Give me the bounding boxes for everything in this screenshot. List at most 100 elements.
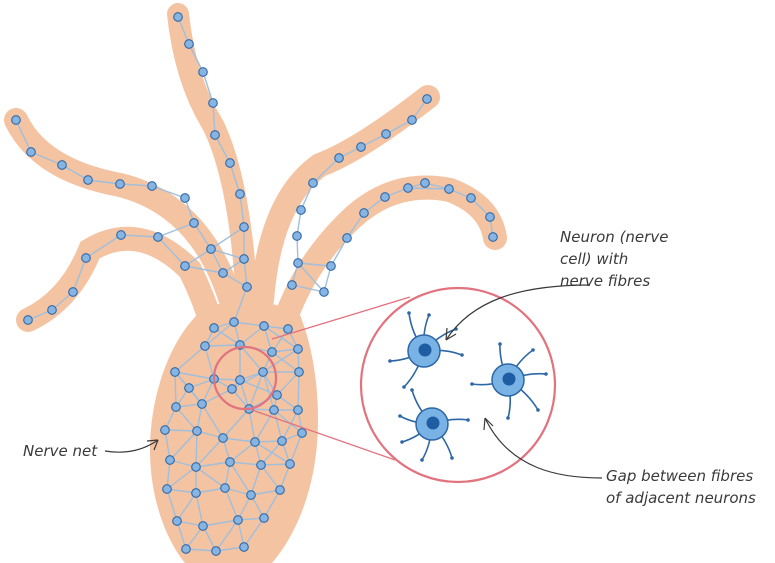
nerve-cell-dot (423, 95, 432, 104)
nerve-cell-dot (381, 193, 390, 202)
nerve-cell-dot (226, 159, 235, 168)
fibre-end (388, 359, 392, 363)
nerve-cell-dot (212, 547, 221, 556)
nerve-cell-dot (172, 403, 181, 412)
fibre-end (420, 458, 424, 462)
nerve-cell-dot (12, 116, 21, 125)
nerve-cell-dot (284, 325, 293, 334)
label-neuron: Neuron (nerve cell) with nerve fibres (560, 226, 668, 292)
nerve-cell-dot (82, 254, 91, 263)
neuron-nucleus (427, 417, 440, 430)
nerve-cell-dot (243, 283, 252, 292)
nerve-cell-dot (298, 429, 307, 438)
fibre-end (506, 416, 510, 420)
label-gap-line: Gap between fibres (606, 465, 756, 487)
nerve-cell-dot (270, 406, 279, 415)
nerve-cell-dot (335, 154, 344, 163)
neuron-nucleus (419, 344, 432, 357)
nerve-cell-dot (288, 281, 297, 290)
nerve-cell-dot (240, 543, 249, 552)
nerve-cell-dot (198, 400, 207, 409)
nerve-cell-dot (228, 385, 237, 394)
nerve-cell-dot (320, 288, 329, 297)
nerve-cell-dot (219, 269, 228, 278)
nerve-cell-dot (408, 116, 417, 125)
nerve-cell-dot (236, 190, 245, 199)
nerve-fibre (205, 345, 240, 346)
nerve-cell-dot (268, 348, 277, 357)
nerve-cell-dot (240, 255, 249, 264)
nerve-cell-dot (69, 288, 78, 297)
nerve-fibre (298, 372, 299, 410)
nerve-cell-dot (192, 489, 201, 498)
fibre-end (536, 408, 540, 412)
nerve-cell-dot (382, 130, 391, 139)
nerve-cell-dot (182, 545, 191, 554)
nerve-cell-dot (116, 180, 125, 189)
nerve-cell-dot (207, 245, 216, 254)
nerve-cell-dot (27, 148, 36, 157)
fibre-end (460, 353, 464, 357)
nerve-cell-dot (84, 176, 93, 185)
nerve-cell-dot (273, 391, 282, 400)
nerve-cell-dot (161, 426, 170, 435)
nerve-cell-dot (294, 345, 303, 354)
nerve-cell-dot (163, 485, 172, 494)
nerve-cell-dot (209, 99, 218, 108)
label-nerve-net: Nerve net (23, 440, 97, 462)
nerve-cell-dot (445, 185, 454, 194)
fibre-end (402, 385, 406, 389)
nerve-cell-dot (357, 143, 366, 152)
nerve-cell-dot (173, 517, 182, 526)
nerve-cell-dot (343, 234, 352, 243)
nerve-cell-dot (154, 233, 163, 242)
magnified-view (361, 288, 555, 482)
label-gap-line: of adjacent neurons (606, 487, 756, 509)
nerve-cell-dot (193, 427, 202, 436)
nerve-cell-dot (276, 486, 285, 495)
nerve-cell-dot (117, 231, 126, 240)
nerve-fibre (408, 188, 449, 189)
nerve-cell-dot (166, 456, 175, 465)
nerve-cell-dot (259, 368, 268, 377)
fibre-end (407, 311, 411, 315)
nerve-cell-dot (260, 322, 269, 331)
nerve-cell-dot (489, 233, 498, 242)
nerve-cell-dot (185, 40, 194, 49)
nerve-cell-dot (199, 68, 208, 77)
nerve-cell-dot (210, 324, 219, 333)
nerve-cell-dot (421, 179, 430, 188)
nerve-cell-dot (219, 434, 228, 443)
nerve-cell-dot (148, 182, 157, 191)
fibre-end (498, 342, 502, 346)
nerve-cell-dot (278, 437, 287, 446)
nerve-cell-dot (171, 368, 180, 377)
nerve-cell-dot (48, 306, 57, 315)
fibre-end (544, 372, 548, 376)
nerve-cell-dot (174, 13, 183, 22)
nerve-fibre (175, 372, 176, 407)
fibre-end (470, 382, 474, 386)
nerve-cell-dot (240, 223, 249, 232)
nerve-cell-dot (211, 131, 220, 140)
hydra-body (12, 13, 498, 563)
nerve-cell-dot (286, 460, 295, 469)
nerve-cell-dot (486, 213, 495, 222)
nerve-cell-dot (404, 184, 413, 193)
label-gap: Gap between fibres of adjacent neurons (606, 465, 756, 509)
nerve-cell-dot (192, 463, 201, 472)
nerve-cell-dot (293, 232, 302, 241)
fibre-end (400, 440, 404, 444)
fibre-end (398, 414, 402, 418)
nerve-cell-dot (467, 194, 476, 203)
nerve-cell-dot (294, 259, 303, 268)
nerve-cell-dot (251, 438, 260, 447)
nerve-cell-dot (58, 161, 67, 170)
fibre-end (410, 388, 414, 392)
nerve-cell-dot (221, 484, 230, 493)
nerve-cell-dot (295, 368, 304, 377)
nerve-cell-dot (185, 384, 194, 393)
nerve-cell-dot (294, 406, 303, 415)
nerve-cell-dot (181, 262, 190, 271)
